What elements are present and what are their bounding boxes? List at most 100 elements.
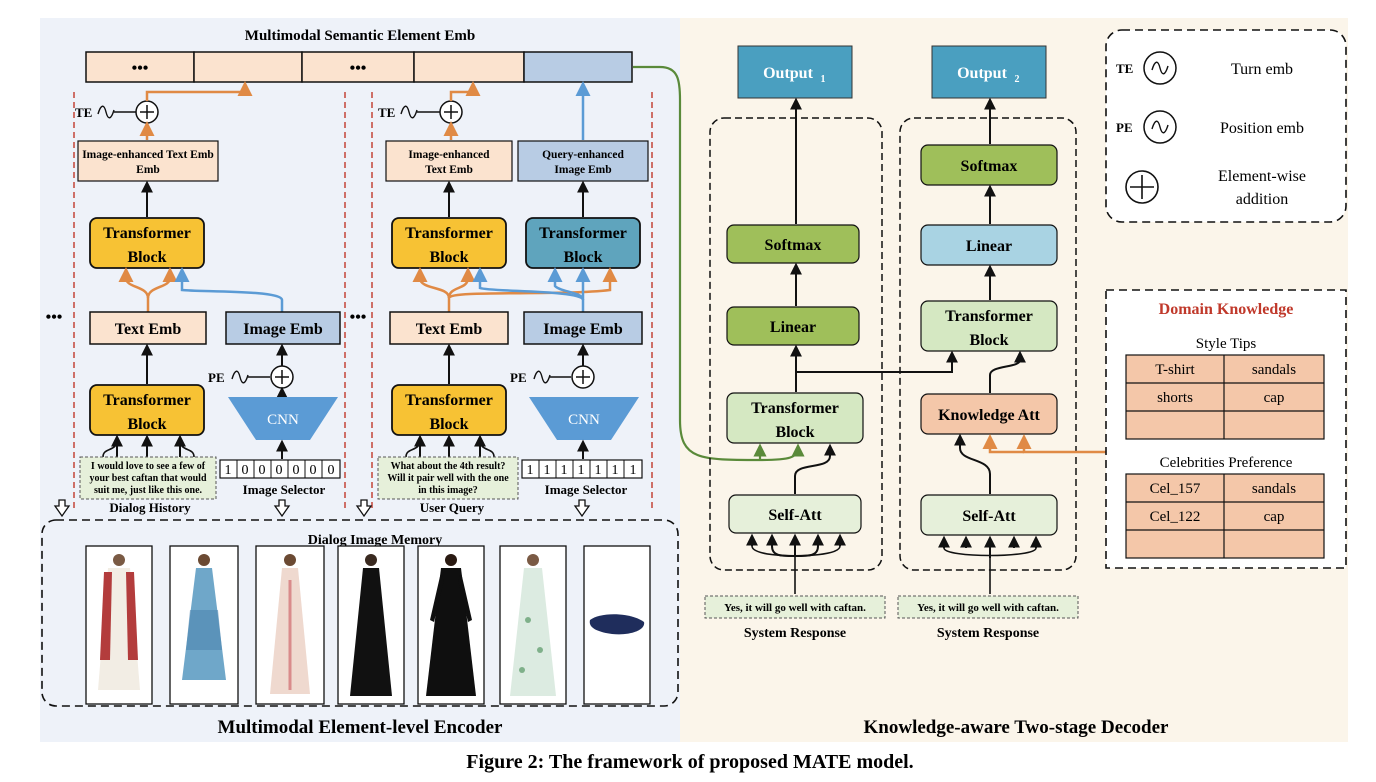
user-query-label: User Query: [420, 500, 485, 515]
figure-caption: Figure 2: The framework of proposed MATE…: [466, 751, 913, 773]
svg-text:Self-Att: Self-Att: [962, 508, 1016, 525]
black-maxi-dress-image: [337, 545, 405, 705]
svg-text:Element-wise: Element-wise: [1218, 168, 1306, 185]
svg-text:cap: cap: [1264, 509, 1285, 525]
svg-text:Will it pair well with the one: Will it pair well with the one: [387, 473, 509, 484]
emb-dots-mid: •••: [350, 60, 367, 77]
image-selector-bits: 1 1 1 1 1 1 1: [521, 459, 643, 479]
black-longsleeve-dress-image: [417, 545, 485, 705]
svg-text:Block: Block: [429, 416, 468, 433]
user-query-text: [377, 456, 519, 500]
system-response-label: System Response: [937, 626, 1039, 641]
image-selector-label: Image Selector: [243, 482, 326, 497]
svg-text:1: 1: [544, 463, 551, 478]
system-response-text: [704, 595, 886, 619]
left-turn-group: TE Image-enhanced Text Emb Emb Transform…: [75, 81, 341, 515]
svg-text:Softmax: Softmax: [765, 237, 822, 254]
image-enhanced-text-emb: [77, 140, 219, 182]
memory-images: [85, 545, 651, 705]
image-enhanced-text-emb-label: Image-enhanced Text Emb: [82, 149, 214, 161]
cnn-block: [529, 397, 639, 440]
svg-text:1: 1: [527, 463, 534, 478]
svg-text:your best caftan that would: your best caftan that would: [89, 473, 206, 484]
svg-text:Output: Output: [763, 65, 813, 82]
svg-text:0: 0: [242, 463, 249, 478]
svg-text:Emb: Emb: [136, 164, 160, 176]
image-selector-bits: 1 0 0 0 0 0 0: [219, 459, 341, 479]
svg-text:Softmax: Softmax: [961, 158, 1018, 175]
navy-flat-shoe-image: [583, 545, 651, 705]
decoder-section-title: Knowledge-aware Two-stage Decoder: [864, 717, 1170, 738]
svg-text:Block: Block: [127, 416, 166, 433]
svg-text:Style Tips: Style Tips: [1196, 336, 1257, 352]
svg-text:Text Emb: Text Emb: [425, 164, 473, 176]
svg-text:Turn emb: Turn emb: [1231, 61, 1293, 78]
svg-text:Image Emb: Image Emb: [543, 321, 623, 338]
svg-text:1: 1: [225, 463, 232, 478]
image-emb: [225, 311, 341, 345]
left-ellipsis: •••: [46, 309, 63, 326]
semantic-emb-row: ••• •••: [85, 51, 633, 83]
svg-text:Celebrities Preference: Celebrities Preference: [1160, 455, 1293, 471]
self-att-block: [728, 494, 862, 534]
svg-text:TE: TE: [1116, 61, 1133, 76]
svg-text:1: 1: [821, 74, 826, 85]
svg-text:Transformer: Transformer: [405, 225, 493, 242]
svg-text:Yes, it will go well with caft: Yes, it will go well with caftan.: [724, 602, 866, 614]
encoder-decoder-link: [633, 65, 761, 462]
right-turn-group: TE Image-enhanced Text Emb Query-enhance…: [377, 81, 649, 515]
svg-text:Output: Output: [957, 65, 1007, 82]
svg-text:Position emb: Position emb: [1220, 120, 1304, 137]
svg-text:Text Emb: Text Emb: [115, 321, 182, 338]
svg-text:I would love to see a few of: I would love to see a few of: [91, 461, 206, 472]
svg-text:Query-enhanced: Query-enhanced: [542, 149, 624, 161]
output-2-block: [931, 45, 1047, 99]
transformer-block: [726, 392, 864, 444]
blue-halter-dress-image: [169, 545, 239, 705]
svg-text:Self-Att: Self-Att: [768, 507, 822, 524]
floral-maxi-dress-image: [499, 545, 567, 705]
svg-text:sandals: sandals: [1252, 362, 1296, 378]
svg-text:1: 1: [612, 463, 619, 478]
self-att-block: [920, 494, 1058, 536]
image-selector-label: Image Selector: [545, 482, 628, 497]
decoder-stage-2: Output 2 Softmax Linear Transformer Bloc…: [796, 45, 1079, 641]
svg-text:Image Emb: Image Emb: [243, 321, 323, 338]
output-1-block: [737, 45, 853, 99]
svg-text:Transformer: Transformer: [539, 225, 627, 242]
svg-text:1: 1: [561, 463, 568, 478]
dialog-image-memory-title: Dialog Image Memory: [308, 533, 443, 548]
style-tips-table: T-shirt sandals shorts cap: [1125, 354, 1325, 440]
svg-text:What about the 4th result?: What about the 4th result?: [391, 461, 506, 472]
svg-text:1: 1: [595, 463, 602, 478]
celebrities-preference-table: Cel_157 sandals Cel_122 cap: [1125, 473, 1325, 559]
transformer-block: [391, 217, 507, 269]
svg-text:PE: PE: [1116, 120, 1133, 135]
svg-text:PE: PE: [510, 370, 527, 385]
svg-text:CNN: CNN: [267, 412, 299, 428]
svg-text:1: 1: [630, 463, 637, 478]
svg-text:Yes, it will go well with caft: Yes, it will go well with caftan.: [917, 602, 1059, 614]
svg-text:0: 0: [259, 463, 266, 478]
svg-text:sandals: sandals: [1252, 481, 1296, 497]
svg-text:Block: Block: [969, 332, 1008, 349]
dialog-history-text: [79, 456, 217, 500]
svg-text:TE: TE: [378, 105, 395, 120]
svg-text:0: 0: [276, 463, 283, 478]
legend: TE Turn emb PE Position emb Element-wise…: [1105, 29, 1347, 223]
semantic-emb-title: Multimodal Semantic Element Emb: [245, 28, 475, 44]
svg-text:in this image?: in this image?: [418, 485, 477, 496]
svg-text:Block: Block: [127, 249, 166, 266]
decoder-stage-1: Output 1 Softmax Linear Transformer Bloc…: [704, 45, 886, 641]
svg-text:Transformer: Transformer: [103, 225, 191, 242]
svg-text:suit me, just like this one.: suit me, just like this one.: [94, 485, 203, 496]
pink-maxi-dress-image: [255, 545, 325, 705]
svg-text:2: 2: [1015, 74, 1020, 85]
svg-text:0: 0: [293, 463, 300, 478]
svg-text:0: 0: [328, 463, 335, 478]
svg-text:Block: Block: [563, 249, 602, 266]
svg-text:Text Emb: Text Emb: [416, 321, 483, 338]
dialog-image-memory: [41, 519, 679, 707]
svg-text:shorts: shorts: [1157, 390, 1193, 406]
